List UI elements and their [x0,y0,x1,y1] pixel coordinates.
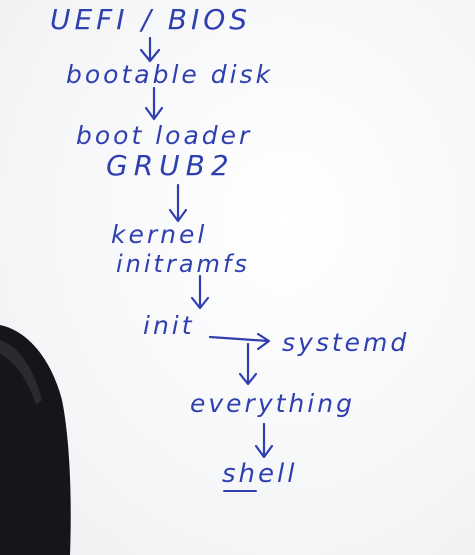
node-boot-loader: boot loader [76,121,253,150]
node-grub2: GRUB2 [106,149,235,182]
arrow-uefi-to-bootable [139,36,161,63]
node-initramfs: initramfs [116,250,250,278]
arrow-bootable-to-bootloader [144,86,164,121]
arrow-everything-to-shell [254,422,274,459]
node-bootable-disk: bootable disk [66,60,274,89]
node-init: init [143,311,195,340]
node-everything: everything [190,389,355,418]
node-shell: shell [222,459,298,489]
arrow-init-to-everything [238,342,258,386]
arrow-initramfs-to-init [190,274,210,310]
arrow-grub-to-kernel [168,183,188,223]
node-uefi-bios: UEFI / BIOS [50,3,252,36]
node-systemd: systemd [282,328,410,357]
node-kernel: kernel [111,220,208,249]
arrow-init-to-systemd [208,332,271,351]
